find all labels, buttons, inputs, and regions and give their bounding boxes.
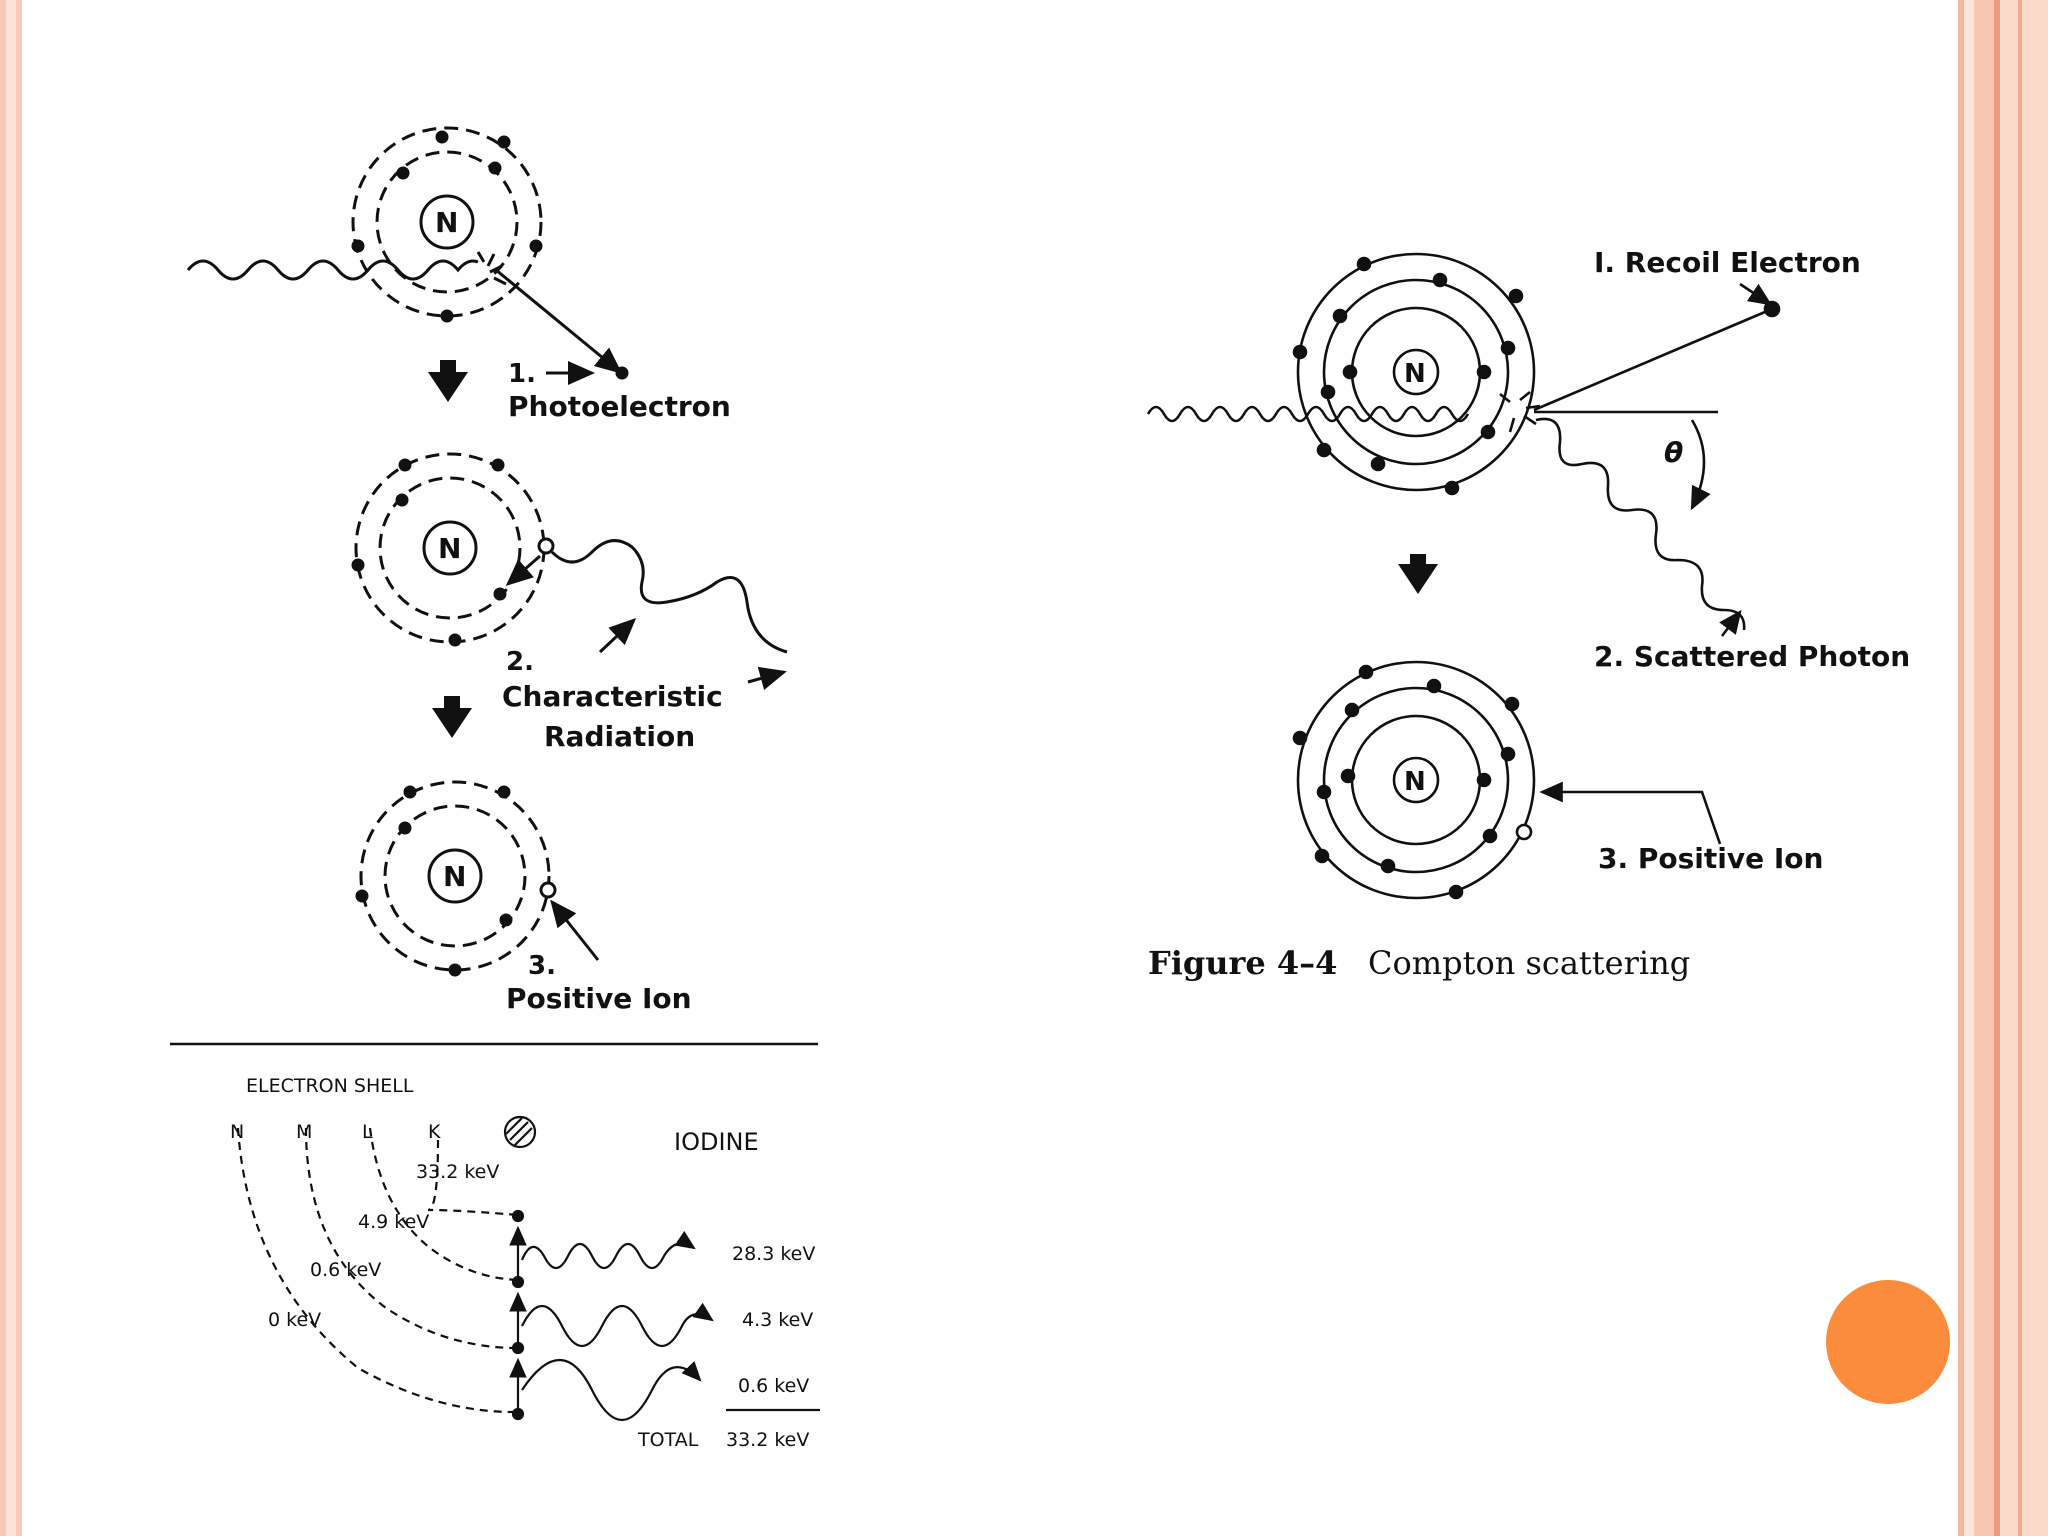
- compton-nucleus-label: N: [1404, 767, 1426, 797]
- compton-labels: N N I. Recoil Electron 2. Scattered Phot…: [1404, 246, 1910, 875]
- down-arrow-1: [428, 372, 468, 402]
- binding-energy-l: 4.9 keV: [358, 1211, 429, 1233]
- label-1-number: 1.: [508, 359, 536, 389]
- nucleus-label: N: [435, 206, 458, 239]
- emission-3: 0.6 keV: [738, 1375, 809, 1397]
- label-positive-ion: Positive Ion: [506, 982, 692, 1015]
- right-frame-border: [1958, 0, 2048, 1536]
- caption-number: Figure 4–4: [1148, 944, 1337, 982]
- emission-2: 4.3 keV: [742, 1309, 813, 1331]
- label-photoelectron: Photoelectron: [508, 390, 731, 423]
- photoelectric-labels: N N N 1. Photoelectron 2. Characteristic…: [435, 206, 731, 1015]
- photoelectric-diagram: [170, 126, 820, 1421]
- shell-l: L: [362, 1121, 373, 1143]
- total-label: TOTAL: [637, 1429, 699, 1451]
- label-characteristic: Characteristic: [502, 680, 723, 713]
- label-scattered-photon: 2. Scattered Photon: [1594, 640, 1910, 673]
- atom-3: [355, 780, 600, 977]
- label-3-number: 3.: [528, 951, 556, 981]
- label-compton-positive-ion: 3. Positive Ion: [1598, 842, 1823, 875]
- emission-1: 28.3 keV: [732, 1243, 815, 1265]
- label-2-number: 2.: [506, 647, 534, 677]
- compton-nucleus-label: N: [1404, 359, 1426, 389]
- compton-down-arrow: [1398, 564, 1438, 594]
- label-recoil-electron: I. Recoil Electron: [1594, 246, 1861, 279]
- compton-atom-1: [1146, 252, 1781, 637]
- atom-1: [186, 126, 629, 385]
- shell-m: M: [296, 1121, 312, 1143]
- iodine-shell-diagram: [236, 1115, 820, 1421]
- theta-label: θ: [1664, 436, 1683, 469]
- nucleus-label: N: [438, 532, 461, 565]
- element-name: IODINE: [674, 1128, 759, 1156]
- accent-circle: [1826, 1280, 1950, 1404]
- iodine-labels: ELECTRON SHELL IODINE N M L K 33.2 keV 4…: [230, 1075, 815, 1451]
- nucleus-label: N: [443, 860, 466, 893]
- down-arrow-2: [432, 708, 472, 738]
- figure-caption: Figure 4–4 Compton scattering: [1148, 944, 1690, 982]
- left-frame-border: [0, 0, 22, 1536]
- compton-diagram: [1146, 252, 1781, 900]
- shell-n: N: [230, 1121, 244, 1143]
- label-radiation: Radiation: [544, 720, 695, 753]
- electron-shell-heading: ELECTRON SHELL: [246, 1075, 414, 1097]
- binding-energy-n: 0 keV: [268, 1309, 321, 1331]
- shell-k: K: [428, 1121, 441, 1143]
- atom-2: [351, 452, 788, 690]
- total-value: 33.2 keV: [726, 1429, 809, 1451]
- caption-text: Compton scattering: [1368, 944, 1690, 982]
- binding-energy-m: 0.6 keV: [310, 1259, 381, 1281]
- compton-atom-2: [1292, 660, 1722, 900]
- binding-energy-k: 33.2 keV: [416, 1161, 499, 1183]
